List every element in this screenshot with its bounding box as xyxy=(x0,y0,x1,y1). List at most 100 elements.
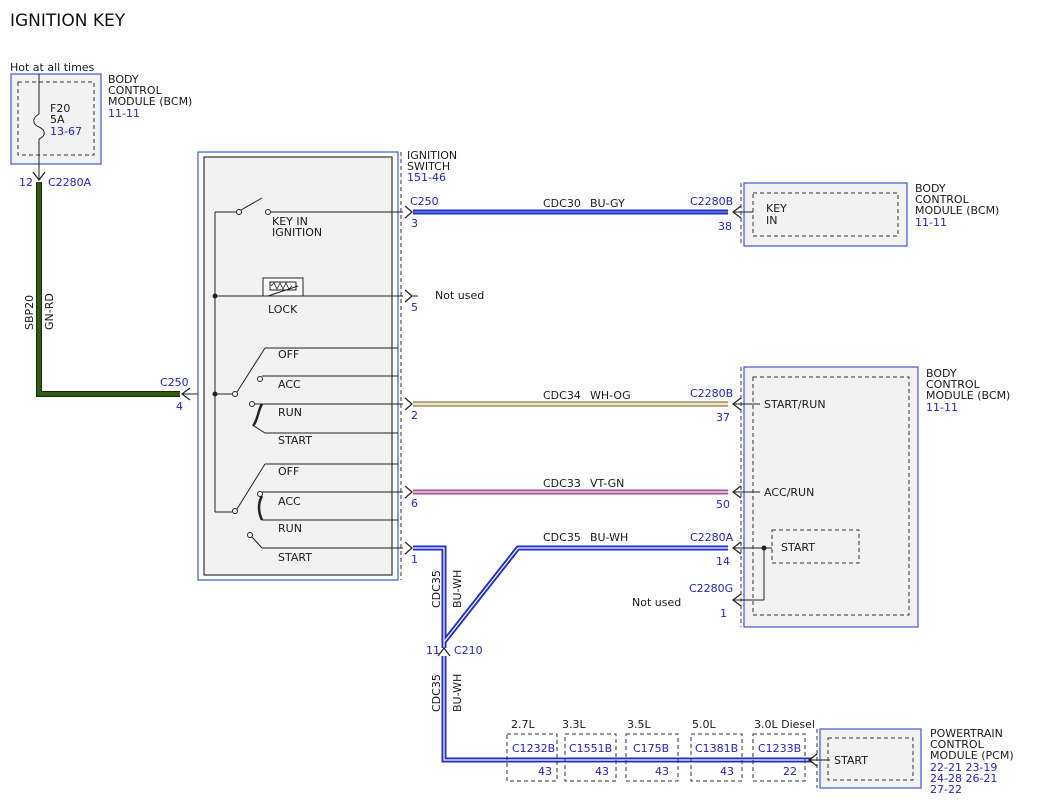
wire-cdc34-circuit: CDC34 xyxy=(543,389,581,402)
c250-pin-6: 6 xyxy=(411,497,418,510)
key-in-label-2: IGNITION xyxy=(272,226,322,239)
wire-cdc30-circuit: CDC30 xyxy=(543,197,581,210)
pcm-module-box xyxy=(819,728,922,789)
lock-coil-icon xyxy=(269,281,297,291)
c250-pin-5: 5 xyxy=(411,301,418,314)
bcm-key-name-2: CONTROL xyxy=(915,193,970,206)
wire-cdc30-color: BU-GY xyxy=(590,197,625,210)
pcm-connector-engine: 3.3L xyxy=(562,718,586,731)
contact-icon xyxy=(257,376,263,382)
bcm-main-module-box xyxy=(743,366,919,628)
pcm-connector-3-0l-diesel: 3.0L Diesel C1233B 22 xyxy=(752,718,815,782)
bcm-main-ref: 11-11 xyxy=(926,401,958,414)
contact-icon xyxy=(247,532,253,538)
pcm-connector-id: C1233B xyxy=(758,742,801,755)
lock-not-used-label: Not used xyxy=(435,289,484,302)
lock-label: LOCK xyxy=(268,303,298,316)
start-run-connector: C2280B xyxy=(690,387,733,400)
pcm-connector-id: C175B xyxy=(633,742,669,755)
bcm-not-used-label: Not used xyxy=(632,596,681,609)
switch1-run-label: RUN xyxy=(278,406,302,419)
switch2-run-label: RUN xyxy=(278,522,302,535)
switch2-start-label: START xyxy=(278,551,312,564)
pcm-connector-id: C1551B xyxy=(569,742,612,755)
wire-cdc35-lower-color: BU-WH xyxy=(451,674,464,712)
lock-diagonal xyxy=(267,285,299,297)
ignition-switch-body xyxy=(203,156,393,576)
bcm-start-label: START xyxy=(781,541,815,554)
unused-connector: C2280G xyxy=(689,582,733,595)
wire-sbp20-outline xyxy=(36,182,180,397)
pcm-name-2: CONTROL xyxy=(930,738,985,751)
acc-run-pin: 50 xyxy=(716,498,730,511)
wire-cdc33-color: VT-GN xyxy=(590,477,624,490)
bcm-key-name-1: BODY xyxy=(915,182,946,195)
wire-cdc35-upper-circuit: CDC35 xyxy=(430,570,443,608)
wire-cdc35-upper-color: BU-WH xyxy=(451,570,464,608)
pcm-connector-3-5l: 3.5L C175B 43 xyxy=(625,718,679,782)
c210-pin: 11 xyxy=(426,644,440,657)
wire-cdc35-circuit: CDC35 xyxy=(543,531,581,544)
fuse-rating: 5A xyxy=(50,113,65,126)
wire-sbp20-circuit: SBP20 xyxy=(23,295,36,330)
switch2-off-label: OFF xyxy=(278,465,299,478)
pcm-inner-box xyxy=(827,737,914,781)
c250-pin-2: 2 xyxy=(411,409,418,422)
fuse-name: F20 xyxy=(50,102,70,115)
pcm-connector-pin: 43 xyxy=(720,765,734,778)
pcm-connector-box xyxy=(506,733,558,782)
c250-pin-3: 3 xyxy=(411,217,418,230)
bcm-fuse-module-ref: 11-11 xyxy=(108,107,140,120)
connector-arrow-icon xyxy=(404,397,413,411)
bcm-key-name-3: MODULE (BCM) xyxy=(915,204,999,217)
c250-pin-1: 1 xyxy=(411,553,418,566)
bcm-fuse-module-name-2: CONTROL xyxy=(108,84,163,97)
start-run-label: START/RUN xyxy=(764,398,826,411)
fuse-pin: 12 xyxy=(19,176,33,189)
pcm-connector-2-7l: 2.7L C1232B 43 xyxy=(506,718,558,782)
connector-arrow-icon xyxy=(404,541,413,555)
pcm-connector-5-0l: 5.0L C1381B 43 xyxy=(690,718,743,782)
c250-feed-pin: 4 xyxy=(176,400,183,413)
pcm-connector-pin: 22 xyxy=(783,765,797,778)
c250-feed-connector: C250 xyxy=(160,376,189,389)
switch1-run-start-jumper xyxy=(251,403,264,427)
pcm-connector-id: C1381B xyxy=(695,742,738,755)
pcm-start-label: START xyxy=(834,754,868,767)
ignition-switch-name-1: IGNITION xyxy=(407,149,457,162)
bcm-main-name-1: BODY xyxy=(926,367,957,380)
pcm-connector-pin: 43 xyxy=(595,765,609,778)
connector-arrow-icon xyxy=(404,485,413,499)
pcm-connector-id: C1232B xyxy=(512,742,555,755)
bcm-key-input-1: KEY xyxy=(766,202,787,215)
wire-cdc33-circuit: CDC33 xyxy=(543,477,581,490)
contact-icon xyxy=(257,491,263,497)
pcm-connector-engine: 3.0L Diesel xyxy=(754,718,815,731)
switch2-start-tick xyxy=(251,536,263,549)
wire-sbp20-color: GN-RD xyxy=(43,293,56,330)
pcm-connector-engine: 2.7L xyxy=(511,718,535,731)
start-run-pin: 37 xyxy=(716,411,730,424)
bcm-start-box xyxy=(771,529,860,564)
pcm-name-1: POWERTRAIN xyxy=(930,727,1003,740)
wire-cdc35-stripe xyxy=(413,547,812,761)
fuse-connector: C2280A xyxy=(48,176,92,189)
unused-pin: 1 xyxy=(720,607,727,620)
pcm-connector-engine: 5.0L xyxy=(692,718,716,731)
fuse-icon xyxy=(33,113,45,140)
contact-icon xyxy=(232,391,238,397)
pcm-ref-3: 27-22 xyxy=(930,783,962,796)
bcm-fuse-module-name-3: MODULE (BCM) xyxy=(108,95,192,108)
page-title: IGNITION KEY xyxy=(10,11,126,31)
wire-sbp20 xyxy=(37,182,180,396)
switch1-start-tick xyxy=(253,425,266,434)
bcm-main-name-2: CONTROL xyxy=(926,378,981,391)
pcm-ref-2: 24-28 26-21 xyxy=(930,772,997,785)
pcm-name-3: MODULE (PCM) xyxy=(930,749,1014,762)
wire-cdc35-color: BU-WH xyxy=(590,531,628,544)
contact-icon xyxy=(236,209,242,215)
contact-icon xyxy=(232,508,238,514)
key-in-switch-blade xyxy=(240,197,263,211)
bcm-main-inner-box xyxy=(752,376,910,616)
